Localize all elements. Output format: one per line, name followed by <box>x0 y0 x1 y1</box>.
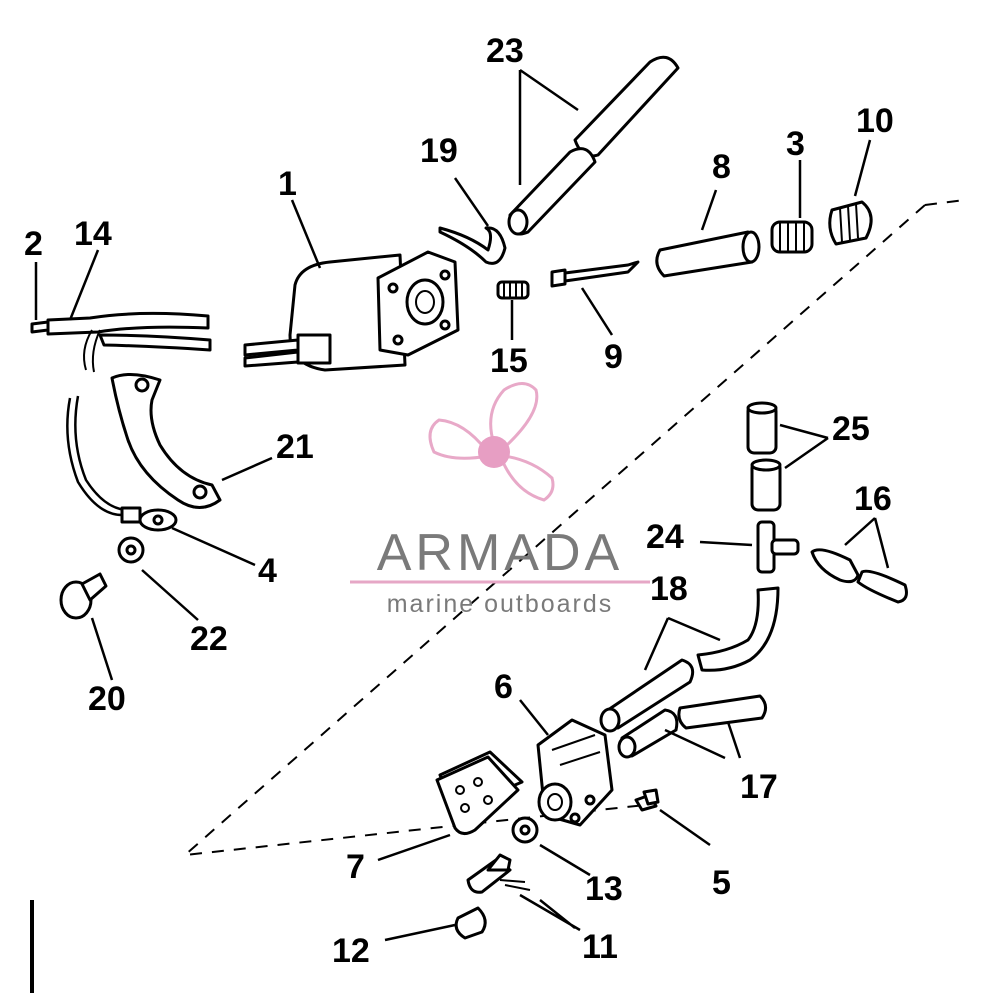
part-17-hoses <box>617 694 767 759</box>
label-20: 20 <box>88 680 126 718</box>
part-15-spring <box>496 280 530 300</box>
part-3-spring <box>770 220 814 254</box>
label-12: 12 <box>332 932 370 970</box>
label-11: 11 <box>582 928 618 966</box>
label-5: 5 <box>712 864 731 902</box>
part-13-washer <box>511 816 539 844</box>
part-9-rod <box>550 260 640 288</box>
part-5-screw <box>634 788 660 812</box>
part-number-labels: 23 19 1 8 3 10 2 14 15 9 21 25 16 24 4 1… <box>24 32 894 970</box>
propeller-icon <box>428 382 555 502</box>
part-10-cap <box>828 200 873 246</box>
part-19-clip <box>438 226 507 265</box>
label-13: 13 <box>585 870 623 908</box>
part-24-tee <box>756 520 800 574</box>
label-16: 16 <box>854 480 892 518</box>
part-4-ground-wire <box>66 395 178 532</box>
watermark-logo: ARMADA marine outboards <box>350 382 650 618</box>
label-4: 4 <box>258 552 277 590</box>
label-9: 9 <box>604 338 623 376</box>
leader-lines <box>34 68 890 942</box>
label-15: 15 <box>490 342 528 380</box>
part-2-14-wires <box>30 311 212 373</box>
label-21: 21 <box>276 428 314 466</box>
label-18: 18 <box>650 570 688 608</box>
label-10: 10 <box>856 102 894 140</box>
part-6-pump-body <box>536 718 614 827</box>
label-22: 22 <box>190 620 228 658</box>
part-1-motor <box>243 250 460 372</box>
watermark-title: ARMADA <box>377 524 623 582</box>
part-12-cap <box>454 906 487 940</box>
part-11-fitting <box>466 853 531 894</box>
label-24: 24 <box>646 518 684 556</box>
part-18-hoses <box>599 586 780 733</box>
label-19: 19 <box>420 132 458 170</box>
label-1: 1 <box>278 165 297 203</box>
label-7: 7 <box>346 848 365 886</box>
label-17: 17 <box>740 768 778 806</box>
part-23-hoses <box>507 55 680 236</box>
part-20-screw <box>59 572 108 620</box>
label-6: 6 <box>494 668 513 706</box>
label-2: 2 <box>24 225 43 263</box>
label-25: 25 <box>832 410 870 448</box>
part-22-lock-washer <box>117 536 145 564</box>
label-14: 14 <box>74 215 112 253</box>
dashed-reference-outline <box>181 199 966 857</box>
part-7-gasket <box>435 750 524 835</box>
part-21-bracket <box>110 373 222 509</box>
part-25-sleeves <box>746 401 782 512</box>
part-8-cylinder <box>655 230 761 278</box>
watermark-subtitle: marine outboards <box>387 590 614 618</box>
label-8: 8 <box>712 148 731 186</box>
label-3: 3 <box>786 125 805 163</box>
scan-gap <box>630 884 700 906</box>
part-16-hoses <box>810 548 908 604</box>
label-23: 23 <box>486 32 524 70</box>
